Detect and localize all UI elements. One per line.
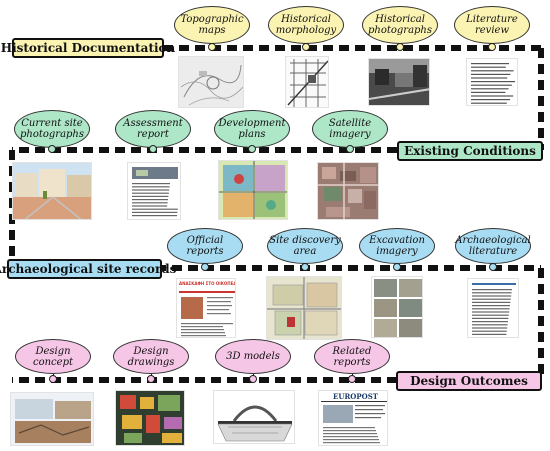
thumbnail-literature-review (466, 58, 518, 106)
bubble-archaeological-3: Archaeological literature (455, 228, 531, 264)
bubble-historical-2: Historical photographs (362, 6, 438, 44)
connector-node-archaeological-3 (489, 263, 497, 271)
official-report-heading: ΑΝΑΣΚΑΦΗ ΣΤΟ ΟΙΚΟΠΕΔΟ (179, 281, 235, 286)
connector-node-archaeological-1 (301, 263, 309, 271)
thumbnail-satellite-imagery (317, 162, 379, 220)
bubble-historical-3: Literature review (454, 6, 530, 44)
thumbnail-excavation-imagery (371, 276, 423, 338)
connector-node-design-0 (49, 375, 57, 383)
connector-node-design-2 (249, 375, 257, 383)
connector-node-archaeological-2 (393, 263, 401, 271)
newspaper-masthead: EUROPOST (333, 392, 378, 401)
thumbnail-design-drawings (115, 390, 185, 446)
bubble-existing-3: Satellite imagery (312, 110, 388, 148)
thumbnail-development-plans (218, 160, 288, 220)
section-header-historical: Historical Documentation (1, 38, 175, 58)
thumbnail-design-concept (10, 392, 94, 446)
thumbnail-historical-morphology (285, 56, 329, 108)
bubble-design-1: Design drawings (113, 339, 189, 374)
thumbnail-historical-photograph (368, 58, 430, 106)
connector-node-design-3 (348, 375, 356, 383)
thumbnail-site-discovery-area (266, 276, 342, 340)
bubble-archaeological-2: Excavation imagery (359, 228, 435, 264)
connector-node-existing-0 (48, 145, 56, 153)
thumbnail-assessment-report (127, 162, 181, 220)
thumbnail-current-site-photograph (12, 162, 92, 220)
bubble-design-2: 3D models (215, 339, 291, 374)
bubble-archaeological-1: Site discovery area (267, 228, 343, 264)
section-header-design: Design Outcomes (396, 371, 542, 391)
thumbnail-archaeological-literature (467, 278, 519, 338)
bubble-existing-2: Development plans (214, 110, 290, 148)
bubble-existing-1: Assessment report (115, 110, 191, 148)
section-header-archaeological: Archaeological site records (0, 259, 176, 279)
connector-node-existing-2 (248, 145, 256, 153)
connector-node-existing-1 (149, 145, 157, 153)
thumbnail-topographic-map (178, 56, 244, 108)
connector-node-design-1 (147, 375, 155, 383)
connector-node-archaeological-0 (201, 263, 209, 271)
thumbnail-related-report: EUROPOST (318, 390, 388, 446)
connector-node-historical-1 (302, 43, 310, 51)
connector-node-historical-3 (488, 43, 496, 51)
connector-node-historical-0 (208, 43, 216, 51)
bubble-design-3: Related reports (314, 339, 390, 374)
bubble-design-0: Design concept (15, 339, 91, 374)
bubble-historical-1: Historical morphology (268, 6, 344, 44)
bubble-existing-0: Current site photographs (14, 110, 90, 148)
thumbnail-official-report: ΑΝΑΣΚΑΦΗ ΣΤΟ ΟΙΚΟΠΕΔΟ (176, 278, 236, 338)
connector-node-historical-2 (396, 43, 404, 51)
section-header-existing: Existing Conditions (397, 141, 543, 161)
bubble-historical-0: Topographic maps (174, 6, 250, 44)
connector-node-existing-3 (346, 145, 354, 153)
bubble-archaeological-0: Official reports (167, 228, 243, 264)
thumbnail-3d-model (213, 390, 295, 444)
